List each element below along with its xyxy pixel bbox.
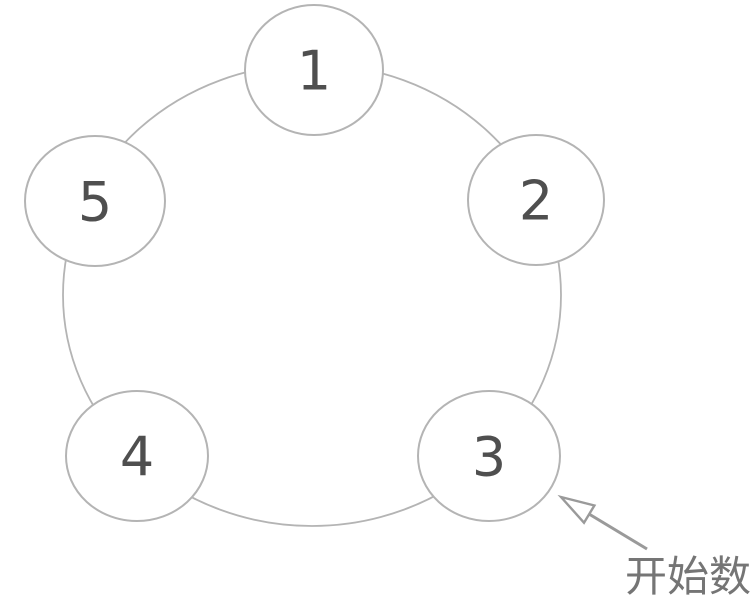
node-4: 4 xyxy=(65,390,209,522)
node-1-circle xyxy=(244,4,384,136)
node-2: 2 xyxy=(467,134,605,266)
node-2-circle xyxy=(467,134,605,266)
node-3-label: 3 xyxy=(472,425,506,488)
node-1-label: 1 xyxy=(297,39,331,102)
node-5: 5 xyxy=(24,135,166,267)
node-4-label: 4 xyxy=(120,425,154,488)
node-5-circle xyxy=(24,135,166,267)
start-annotation: 开始数 xyxy=(557,494,751,600)
arrow-head-icon xyxy=(557,494,597,525)
node-5-label: 5 xyxy=(78,170,112,233)
node-2-label: 2 xyxy=(519,169,553,232)
start-count-label: 开始数 xyxy=(625,553,751,600)
node-3: 3 xyxy=(417,390,561,522)
node-4-circle xyxy=(65,390,209,522)
node-1: 1 xyxy=(244,4,384,136)
arrow-shaft xyxy=(588,512,648,551)
node-3-circle xyxy=(417,390,561,522)
